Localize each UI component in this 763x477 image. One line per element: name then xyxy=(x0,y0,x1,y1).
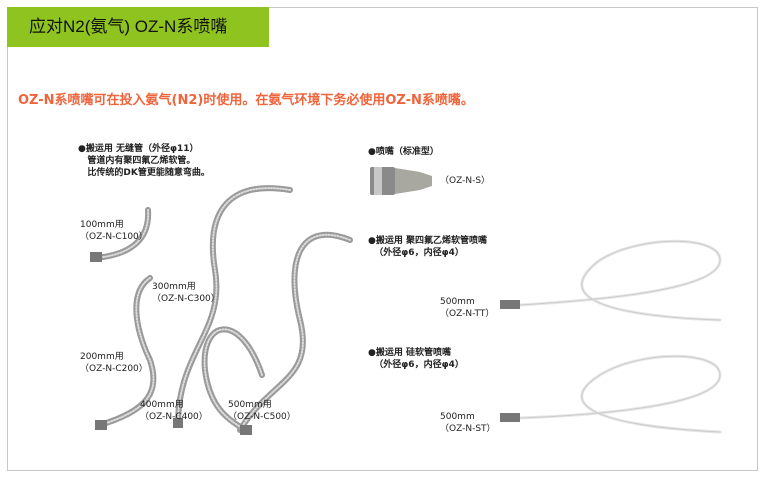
label-c100: 100mm用 （OZ-N-C100） xyxy=(80,220,148,242)
nozzle-code: （OZ-N-S） xyxy=(440,176,491,186)
fittings xyxy=(90,252,520,435)
label-tt: 500mm （OZ-N-TT） xyxy=(440,297,495,319)
label-c500: 500mm用 （OZ-N-C500） xyxy=(228,400,296,422)
lead-text: OZ-N系喷嘴可在投入氨气(N2)时使用。在氨气环境下务必使用OZ-N系喷嘴。 xyxy=(18,93,474,108)
label-c200: 200mm用 （OZ-N-C200） xyxy=(80,352,148,374)
label-st: 500mm （OZ-N-ST） xyxy=(440,412,496,434)
label-c400: 400mm用 （OZ-N-C400） xyxy=(140,400,208,422)
soft-tubes xyxy=(518,239,722,434)
silicone-heading: ●搬运用 硅软管喷嘴 （外径φ6，内径φ4） xyxy=(368,348,464,370)
ptfe-heading: ●搬运用 聚四氟乙烯软管喷嘴 （外径φ6，内径φ4） xyxy=(368,236,487,258)
nozzle-heading: ●喷嘴（标准型） xyxy=(368,147,439,157)
nozzle-icon xyxy=(370,167,432,195)
seamless-heading: ●搬运用 无缝管（外径φ11） 管道内有聚四氟乙烯软管。 比传统的DK管更能随意… xyxy=(78,144,210,178)
label-c300: 300mm用 （OZ-N-C300） xyxy=(152,282,220,304)
content-frame xyxy=(7,7,758,471)
section-title: 应对N2(氨气) OZ-N系喷嘴 xyxy=(7,7,269,47)
